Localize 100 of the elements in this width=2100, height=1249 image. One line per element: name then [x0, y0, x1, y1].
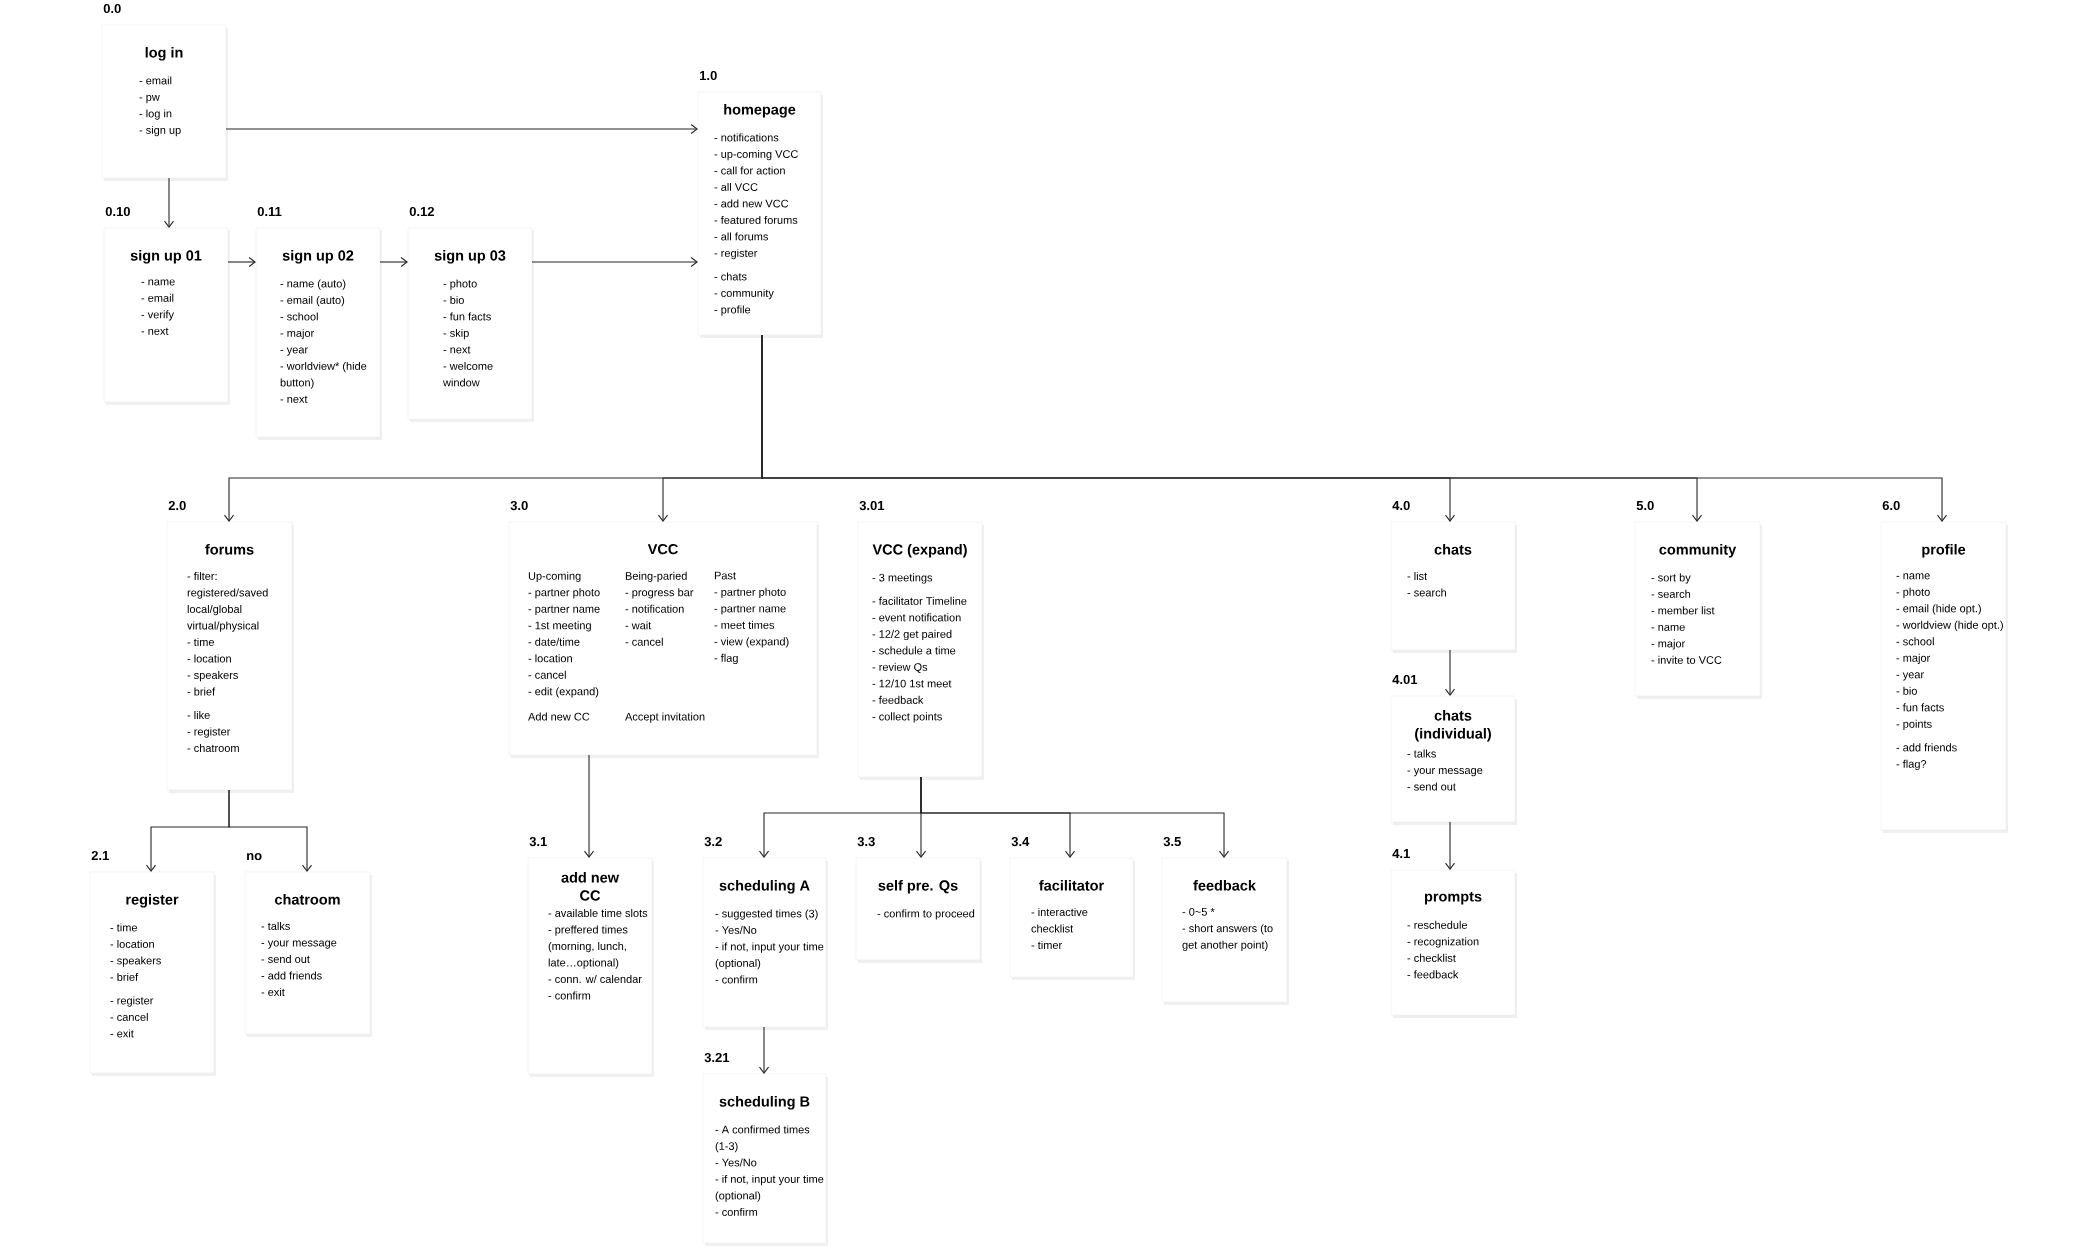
node-label: - school: [280, 312, 318, 321]
node-label: sign up 02: [282, 249, 354, 264]
node-label: - profile: [714, 305, 751, 316]
node-label: - preffered times (morning, lunch, late…optional): [548, 925, 628, 969]
screen-card: scheduling A - suggested times (3) - Yes/No - if not, input your time (optional) - confirm: [702, 857, 828, 1030]
screen-card: homepage - notifications - up-coming VCC - call for action - all VCC - add new VCC - featured forums - all forums - register - chats - community - profile: [697, 91, 823, 338]
node-label: - partner name: [528, 605, 600, 615]
node-label: - send out: [261, 954, 310, 963]
node-label: - confirm: [715, 1207, 758, 1216]
id-label: 2.1: [91, 850, 109, 860]
id-label: 0.12: [409, 206, 434, 217]
arrow: [1444, 821, 1456, 870]
node-label: - notification: [625, 604, 684, 613]
arrow: [163, 177, 175, 228]
node-label: VCC: [647, 543, 678, 555]
node-label: - 3 meetings: [872, 573, 933, 584]
node-label: Up-coming: [528, 571, 581, 582]
screen-card: VCC Up-coming - partner photo - partner name - 1st meeting - date/time - location - cancel - edit (expand) Being-paried - progress bar - notification - wait - cancel Past - partner photo - partner name - meet times - view (expand) - flag Add new CC Accept invitation: [508, 521, 819, 758]
node-label: - checklist: [1407, 953, 1456, 962]
node-label: - member list: [1651, 606, 1715, 615]
screen-card: sign up 02 - name (auto) - email (auto) - school - major - year - worldview* (hide button) - next: [255, 227, 382, 440]
id-label: 4.1: [1392, 849, 1410, 858]
id-label: 3.21: [704, 1052, 730, 1063]
id-label: 1.0: [700, 70, 717, 81]
screen-card: facilitator - interactive checklist - timer: [1009, 857, 1135, 980]
node-label: - next: [443, 346, 471, 354]
node-label: - partner photo: [528, 588, 600, 599]
id-label: 3.01: [859, 500, 885, 511]
node-label: - sign up: [139, 125, 181, 137]
node-label: forums: [205, 544, 254, 555]
node-label: - meet times: [714, 620, 775, 629]
node-label: - chats: [714, 272, 747, 281]
arrow: [227, 256, 256, 268]
node-label: - feedback: [872, 695, 924, 704]
node-label: - name (auto): [280, 279, 346, 290]
node-label: - partner photo: [714, 587, 786, 599]
arrow: [1444, 649, 1456, 696]
id-label: 3.3: [857, 836, 875, 847]
node-label: - skip: [443, 328, 469, 340]
screen-card: chatroom - talks - your message - send out - add friends - exit: [244, 871, 372, 1037]
id-label: 0.0: [103, 3, 121, 14]
arrow: [758, 1026, 770, 1074]
node-label: - add friends: [261, 971, 322, 980]
screen-card: community - sort by - search - member list - name - major - invite to VCC: [1634, 521, 1762, 699]
node-label: - featured forums: [714, 215, 798, 224]
arrow: [531, 256, 698, 268]
node-label: Being-paried: [625, 571, 687, 582]
node-label: add new CC: [561, 872, 620, 901]
node-label: - conn. w/ calendar: [548, 974, 642, 983]
id-label: 5.0: [1636, 500, 1654, 511]
node-label: - community: [714, 288, 774, 300]
node-label: log in: [145, 46, 183, 61]
screen-card: register - time - location - speakers - brief - register - cancel - exit: [89, 871, 216, 1076]
node-label: - cancel: [625, 637, 663, 646]
node-label: - year: [1896, 672, 1924, 681]
node-label: - sort by: [1651, 573, 1691, 584]
node-label: - schedule a time: [872, 646, 956, 655]
screen-card: feedback - 0~5 * - short answers (to get another point): [1161, 857, 1289, 1005]
id-label: 2.0: [168, 500, 186, 511]
id-label: 3.4: [1011, 836, 1030, 847]
id-label: 3.0: [510, 500, 528, 511]
screen-card: sign up 01 - name - email - verify - next: [103, 227, 230, 405]
node-label: - partner name: [714, 605, 786, 615]
node-label: - register: [187, 727, 231, 738]
node-label: - recognization: [1407, 937, 1479, 948]
node-label: VCC (expand): [872, 544, 967, 558]
node-label: - bio: [443, 295, 464, 304]
node-label: - confirm: [548, 991, 591, 1000]
node-label: - event notification: [872, 613, 961, 622]
screen-card: self pre. Qs - confirm to proceed: [855, 857, 982, 963]
node-label: - feedback: [1407, 970, 1459, 979]
node-label: - log in: [139, 109, 172, 120]
screen-card: chats - list - search: [1390, 521, 1517, 653]
screen-card: forums - filter: registered/saved local/global virtual/physical - time - location - speakers - brief - like - register - chatroom: [166, 521, 294, 793]
node-label: - add friends: [1896, 743, 1957, 752]
node-label: - facilitator Timeline: [872, 596, 967, 605]
node-label: - filter: registered/saved local/global virtual/physical: [187, 571, 268, 632]
node-label: - name: [141, 279, 175, 286]
node-label: - add new VCC: [714, 199, 789, 208]
node-label: - cancel: [528, 670, 566, 679]
node-label: - Yes/No: [715, 925, 757, 934]
node-label: Accept invitation: [625, 712, 705, 723]
node-label: - name: [1896, 573, 1930, 580]
node-label: - all forums: [714, 232, 768, 241]
node-label: - Yes/No: [715, 1158, 757, 1167]
node-label: - location: [110, 939, 154, 948]
arrow: [920, 776, 1230, 858]
node-label: - chatroom: [187, 743, 239, 752]
id-label: no: [247, 853, 262, 861]
node-label: chatroom: [275, 894, 340, 905]
node-label: - email (auto): [280, 295, 345, 307]
node-label: - call for action: [714, 166, 785, 175]
node-label: - search: [1651, 589, 1691, 598]
node-label: - review Qs: [872, 662, 928, 673]
node-label: - worldview (hide opt.): [1896, 620, 2003, 632]
node-label: - talks: [1407, 749, 1436, 758]
node-label: - wait: [625, 621, 652, 630]
node-label: - time: [110, 923, 138, 932]
node-label: - verify: [141, 310, 174, 321]
id-label: 3.5: [1163, 836, 1181, 847]
